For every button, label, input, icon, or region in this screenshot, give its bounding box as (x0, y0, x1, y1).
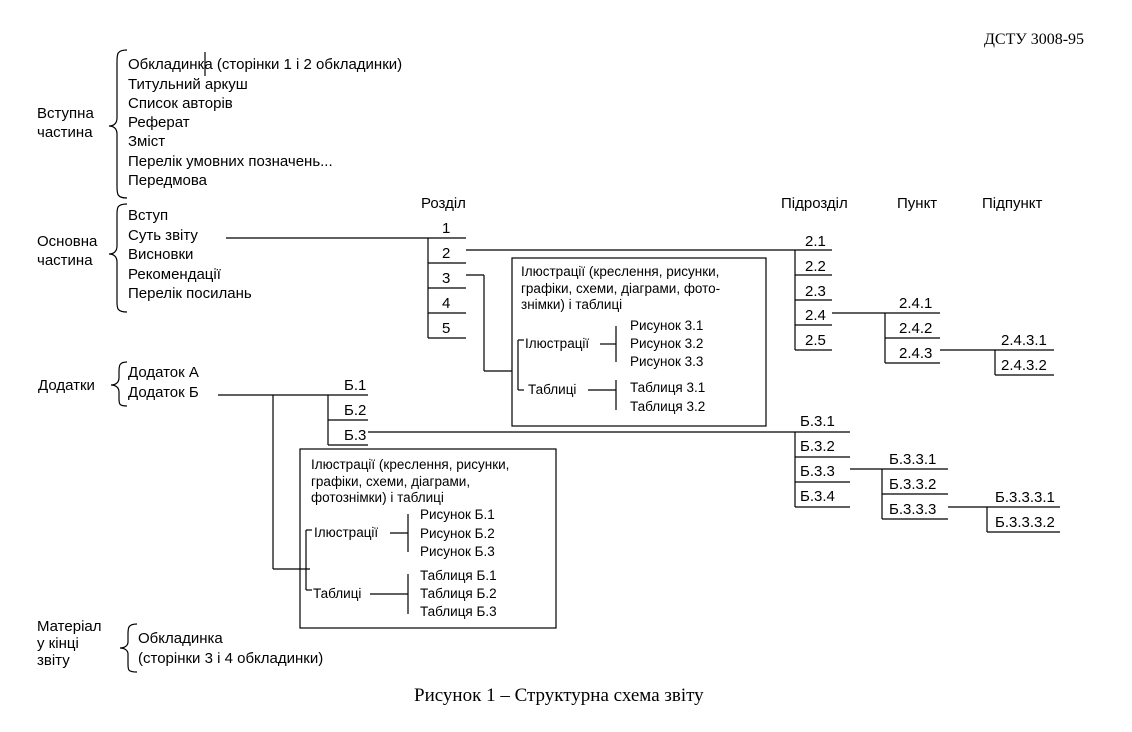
end-label-line: звіту (37, 652, 70, 669)
box-main-title-line: Ілюстрації (креслення, рисунки, (521, 264, 720, 279)
appendix-subclause: Б.3.3.3.2 (995, 514, 1055, 531)
appendix-item: Додаток Б (128, 384, 199, 401)
intro-item: Обкладинка (сторінки 1 і 2 обкладинки) (128, 56, 403, 73)
column-header-subclause: Підпункт (982, 195, 1043, 212)
box-main-figure: Рисунок 3.1 (630, 318, 704, 333)
chapter-number: 3 (442, 270, 451, 287)
subclause-number: 2.4.3.2 (1001, 357, 1047, 374)
box-main-illustrations-label: Ілюстрації (525, 336, 590, 351)
figure-caption: Рисунок 1 – Структурна схема звіту (414, 685, 704, 706)
main-label: Основна частина (37, 234, 97, 268)
intro-label-line: частина (37, 124, 93, 141)
box-main-title-line: знімки) і таблиці (521, 297, 623, 312)
subsection-number: 2.2 (805, 258, 826, 275)
chapter-number: 5 (442, 320, 451, 337)
intro-item: Реферат (128, 114, 190, 131)
main-item: Висновки (128, 246, 194, 263)
chapter-number: 4 (442, 295, 451, 312)
subsection-number: 2.4 (805, 307, 826, 324)
main-item: Перелік посилань (128, 285, 252, 302)
brace-intro (108, 49, 128, 199)
appendix-section: Б.2 (344, 402, 367, 419)
end-label-line: Матеріал (37, 618, 102, 635)
box-appendix-title-line: графіки, схеми, діаграми, (311, 473, 471, 489)
appendix-subsection: Б.3.4 (800, 488, 835, 505)
box-appendix-title-line: фотознімки) і таблиці (311, 490, 444, 505)
appendix-subsection: Б.3.1 (800, 413, 835, 430)
main-item: Вступ (128, 207, 169, 224)
box-appendix-table: Таблиця Б.1 (420, 568, 497, 583)
main-label-line: частина (37, 252, 93, 269)
box-appendix-figure: Рисунок Б.3 (420, 544, 495, 559)
subsection-number: 2.5 (805, 332, 826, 349)
column-header-clause: Пункт (897, 195, 938, 212)
subclause-number: 2.4.3.1 (1001, 332, 1047, 349)
standard-code: ДСТУ 3008-95 (984, 31, 1085, 48)
end-material-label: Матеріал у кінці звіту (37, 619, 102, 668)
brace-appendix (110, 361, 128, 407)
end-label-line: у кінці (37, 635, 79, 652)
box-appendix-table: Таблиця Б.2 (420, 586, 497, 601)
main-item: Суть звіту (128, 227, 198, 244)
appendix-subclause: Б.3.3.3.1 (995, 489, 1055, 506)
intro-item: Передмова (128, 172, 208, 189)
appendix-section: Б.1 (344, 377, 367, 394)
box-main-figure: Рисунок 3.2 (630, 336, 704, 351)
box-main-table: Таблиця 3.2 (630, 399, 706, 414)
subsection-number: 2.3 (805, 283, 826, 300)
appendix-clause: Б.3.3.1 (889, 451, 937, 468)
chapter-number: 1 (442, 220, 451, 237)
box-main-tables-label: Таблиці (528, 382, 577, 397)
box-appendix-table: Таблиця Б.3 (420, 604, 497, 619)
box-main-title-line: графіки, схеми, діаграми, фото- (521, 280, 721, 296)
appendix-clause: Б.3.3.3 (889, 501, 937, 518)
main-label-line: Основна (37, 233, 98, 250)
end-item: Обкладинка (138, 630, 223, 647)
column-header-subsection: Підрозділ (781, 195, 848, 212)
appendix-clause: Б.3.3.2 (889, 476, 937, 493)
clause-number: 2.4.3 (899, 345, 933, 362)
end-item: (сторінки 3 і 4 обкладинки) (138, 650, 324, 667)
appendix-subsection: Б.3.3 (800, 463, 835, 480)
chapter-number: 2 (442, 245, 451, 262)
clause-number: 2.4.1 (899, 295, 933, 312)
box-main-title: Ілюстрації (креслення, рисунки, графіки,… (521, 265, 720, 312)
box-appendix-illustrations-label: Ілюстрації (314, 525, 379, 540)
subsection-number: 2.1 (805, 233, 826, 250)
intro-label-line: Вступна (37, 105, 94, 122)
clause-number: 2.4.2 (899, 320, 933, 337)
intro-item: Титульний аркуш (128, 76, 248, 93)
box-appendix-title: Ілюстрації (креслення, рисунки, графіки,… (311, 458, 509, 505)
box-appendix-figure: Рисунок Б.1 (420, 507, 495, 522)
brace-main (108, 203, 128, 313)
appendices-label: Додатки (38, 377, 95, 394)
box-main-table: Таблиця 3.1 (630, 380, 706, 395)
intro-item: Зміст (128, 133, 166, 150)
box-appendix-tables-label: Таблиці (313, 586, 362, 601)
column-header-section: Розділ (421, 195, 466, 212)
intro-item: Перелік умовних позначень... (128, 153, 333, 170)
appendix-item: Додаток А (128, 364, 199, 381)
box-appendix-title-line: Ілюстрації (креслення, рисунки, (311, 457, 510, 472)
intro-item: Список авторів (128, 95, 233, 112)
appendix-section: Б.3 (344, 427, 367, 444)
box-appendix-figure: Рисунок Б.2 (420, 526, 495, 541)
brace-end (119, 623, 138, 673)
appendix-subsection: Б.3.2 (800, 438, 835, 455)
main-item: Рекомендації (128, 266, 221, 283)
intro-label: Вступна частина (37, 106, 94, 140)
box-main-figure: Рисунок 3.3 (630, 354, 704, 369)
